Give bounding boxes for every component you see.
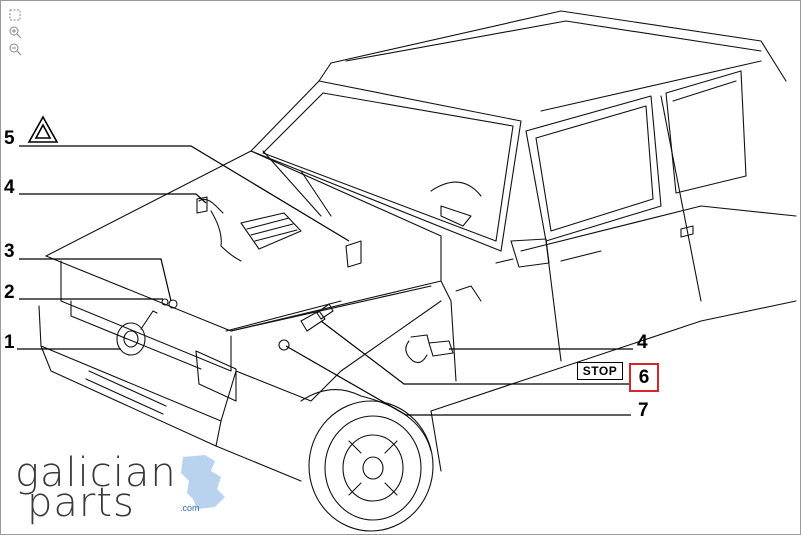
galicianparts-logo: galician parts .com xyxy=(15,453,225,523)
callout-3[interactable]: 3 xyxy=(4,241,15,262)
stop-label: STOP xyxy=(577,362,623,380)
logo-suffix: .com xyxy=(180,503,200,513)
callout-2[interactable]: 2 xyxy=(4,282,15,303)
hazard-triangle-icon xyxy=(27,115,59,143)
zoom-in-icon[interactable] xyxy=(8,25,22,39)
logo-text-parts: parts xyxy=(27,480,135,526)
callout-7[interactable]: 7 xyxy=(638,400,649,421)
fit-screen-icon[interactable] xyxy=(8,8,22,22)
callout-1[interactable]: 1 xyxy=(4,332,15,353)
callout-4-top[interactable]: 4 xyxy=(4,177,15,198)
callout-5[interactable]: 5 xyxy=(4,128,15,149)
callout-6-highlighted[interactable]: 6 xyxy=(629,363,659,392)
callout-4-right[interactable]: 4 xyxy=(637,332,648,353)
logo-text-galician: galician xyxy=(15,450,177,496)
galicia-map-icon xyxy=(181,455,225,509)
zoom-out-icon[interactable] xyxy=(8,42,22,56)
view-toolbar xyxy=(8,8,24,59)
